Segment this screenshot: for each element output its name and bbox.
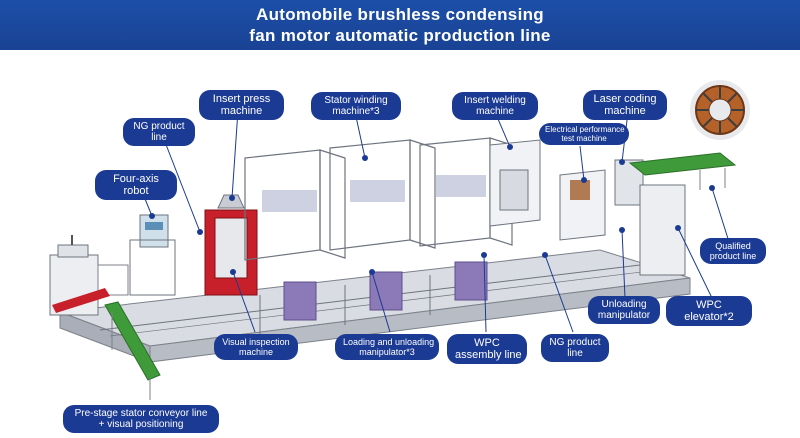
label-wpc-assembly-line1: WPC	[474, 337, 500, 349]
label-loading-line2: manipulator*3	[359, 347, 415, 357]
qualified-conveyor	[628, 152, 737, 190]
label-visual-line2: machine	[238, 347, 274, 357]
label-qualified-line1: Qualified	[715, 241, 751, 251]
label-prestage-line2: + visual positioning	[98, 419, 184, 430]
label-electrical-line1: Electrical performance	[545, 125, 625, 134]
label-ng-bottom-line1: NG product	[549, 337, 601, 348]
label-four-axis-robot: Four-axis robot	[95, 170, 177, 200]
label-wpc-assembly: WPC assembly line	[447, 334, 527, 364]
label-wpc-elevator-line2: elevator*2	[684, 311, 734, 323]
label-electrical-line2: test machine	[561, 134, 607, 143]
label-insert-press-line1: Insert press	[212, 93, 271, 105]
label-ng-bottom-line2: line	[567, 348, 583, 359]
label-prestage-line1: Pre-stage stator conveyor line	[74, 408, 208, 419]
label-visual-inspection: Visual inspection machine	[214, 334, 298, 360]
label-stator-winding-line2: machine*3	[332, 106, 380, 117]
label-unloading-line1: Unloading	[601, 299, 647, 310]
winding-frames	[244, 137, 513, 335]
label-laser-coding-line2: machine	[604, 105, 646, 117]
label-electrical-test: Electrical performance test machine	[539, 123, 629, 145]
label-four-axis-line1: Four-axis	[113, 173, 159, 185]
label-insert-press: Insert press machine	[199, 90, 284, 120]
label-ng-product-line-bottom: NG product line	[541, 334, 609, 362]
label-laser-coding: Laser coding machine	[583, 90, 667, 120]
insert-press-machine	[204, 194, 258, 296]
production-line-illustration	[49, 80, 750, 400]
label-wpc-elevator-line1: WPC	[696, 299, 722, 311]
label-loading-unloading: Loading and unloading manipulator*3	[335, 334, 439, 360]
label-insert-press-line2: machine	[220, 105, 263, 117]
electrical-test-frame	[559, 169, 606, 241]
label-insert-welding-line2: machine	[476, 106, 514, 117]
label-ng-top-line1: NG product	[133, 121, 185, 132]
leader-lines	[142, 109, 731, 333]
label-laser-coding-line1: Laser coding	[593, 93, 657, 105]
title-banner: Automobile brushless condensing fan moto…	[0, 0, 800, 50]
label-prestage-conveyor: Pre-stage stator conveyor line + visual …	[63, 405, 219, 433]
label-ng-product-line-top: NG product line	[123, 118, 195, 146]
label-ng-top-line2: line	[151, 132, 167, 143]
insert-welding-frame	[489, 139, 541, 227]
four-axis-robot	[129, 214, 176, 296]
prestage-unit	[49, 235, 129, 316]
production-line-diagram: Insert press machine Stator winding mach…	[0, 50, 800, 438]
label-unloading-line2: manipulator	[597, 310, 651, 321]
label-wpc-elevator: WPC elevator*2	[666, 296, 752, 326]
label-stator-winding: Stator winding machine*3	[311, 92, 401, 120]
label-wpc-assembly-line2: assembly line	[455, 349, 522, 361]
prestage-conveyor	[104, 301, 161, 400]
title-line-2: fan motor automatic production line	[249, 26, 551, 45]
laser-coding-frame	[614, 159, 686, 276]
label-visual-line1: Visual inspection	[222, 337, 290, 347]
label-insert-welding: Insert welding machine	[452, 92, 538, 120]
label-insert-welding-line1: Insert welding	[464, 95, 526, 106]
label-qualified-line: Qualified product line	[700, 238, 766, 264]
label-unloading-manipulator: Unloading manipulator	[588, 296, 660, 324]
label-four-axis-line2: robot	[123, 185, 149, 197]
stator-core-image	[690, 80, 750, 140]
label-qualified-line2: product line	[709, 251, 757, 261]
label-loading-line1: Loading and unloading	[343, 337, 435, 347]
title-line-1: Automobile brushless condensing	[256, 5, 544, 24]
label-stator-winding-line1: Stator winding	[324, 95, 388, 106]
